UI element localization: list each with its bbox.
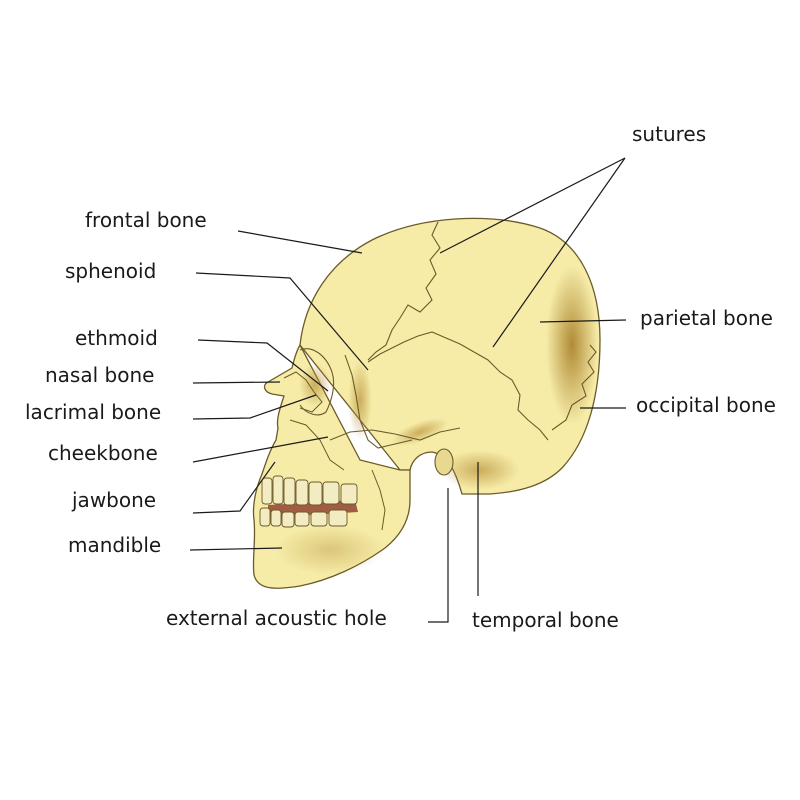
sphenoid-shade — [348, 360, 372, 440]
label-nasal-bone: nasal bone — [45, 363, 154, 387]
label-parietal-bone: parietal bone — [640, 306, 773, 330]
label-external-acoustic-hole: external acoustic hole — [166, 606, 387, 630]
leader-external-acoustic-hole — [428, 488, 448, 622]
label-ethmoid: ethmoid — [75, 326, 158, 350]
label-occipital-bone: occipital bone — [636, 393, 776, 417]
label-sphenoid: sphenoid — [65, 259, 156, 283]
label-sutures: sutures — [632, 122, 706, 146]
leader-frontal-bone — [238, 231, 362, 253]
label-frontal-bone: frontal bone — [85, 208, 207, 232]
jaw-shade — [275, 525, 385, 575]
label-temporal-bone: temporal bone — [472, 608, 619, 632]
label-jawbone: jawbone — [72, 488, 156, 512]
label-lacrimal-bone: lacrimal bone — [25, 400, 161, 424]
orbit-shade — [299, 363, 331, 407]
label-cheekbone: cheekbone — [48, 441, 158, 465]
label-mandible: mandible — [68, 533, 161, 557]
ear-hole — [435, 449, 453, 475]
